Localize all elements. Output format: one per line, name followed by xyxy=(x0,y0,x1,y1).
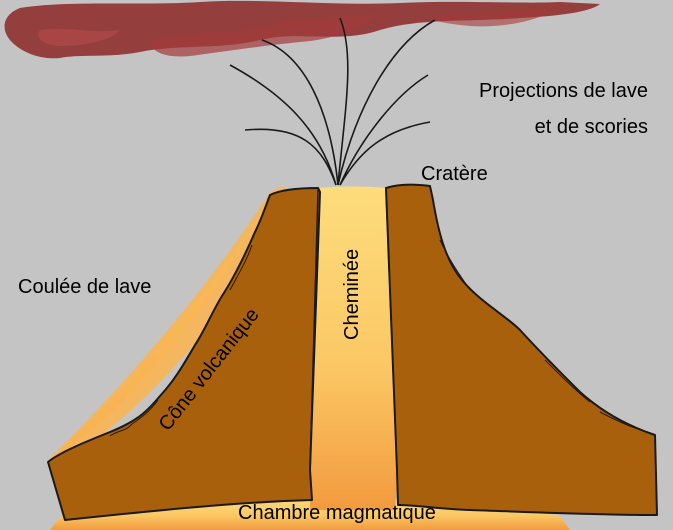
label-projections-line2: et de scories xyxy=(535,116,648,138)
slope-texture xyxy=(109,239,649,437)
label-cheminee: Cheminée xyxy=(341,249,363,340)
lava-flow-fill xyxy=(50,186,300,470)
chimney-walls xyxy=(309,189,398,471)
label-cratere: Cratère xyxy=(421,163,488,185)
volcanic-cone-left xyxy=(47,187,321,521)
label-chambre-magmatique: Chambre magmatique xyxy=(238,502,436,524)
ash-cloud xyxy=(4,0,600,59)
label-projections-line1: Projections de lave xyxy=(479,80,648,102)
volcanic-cone-right xyxy=(385,183,658,516)
label-coulee-de-lave: Coulée de lave xyxy=(18,276,151,298)
lava-projection-lines xyxy=(229,17,436,186)
chimney xyxy=(310,186,398,510)
